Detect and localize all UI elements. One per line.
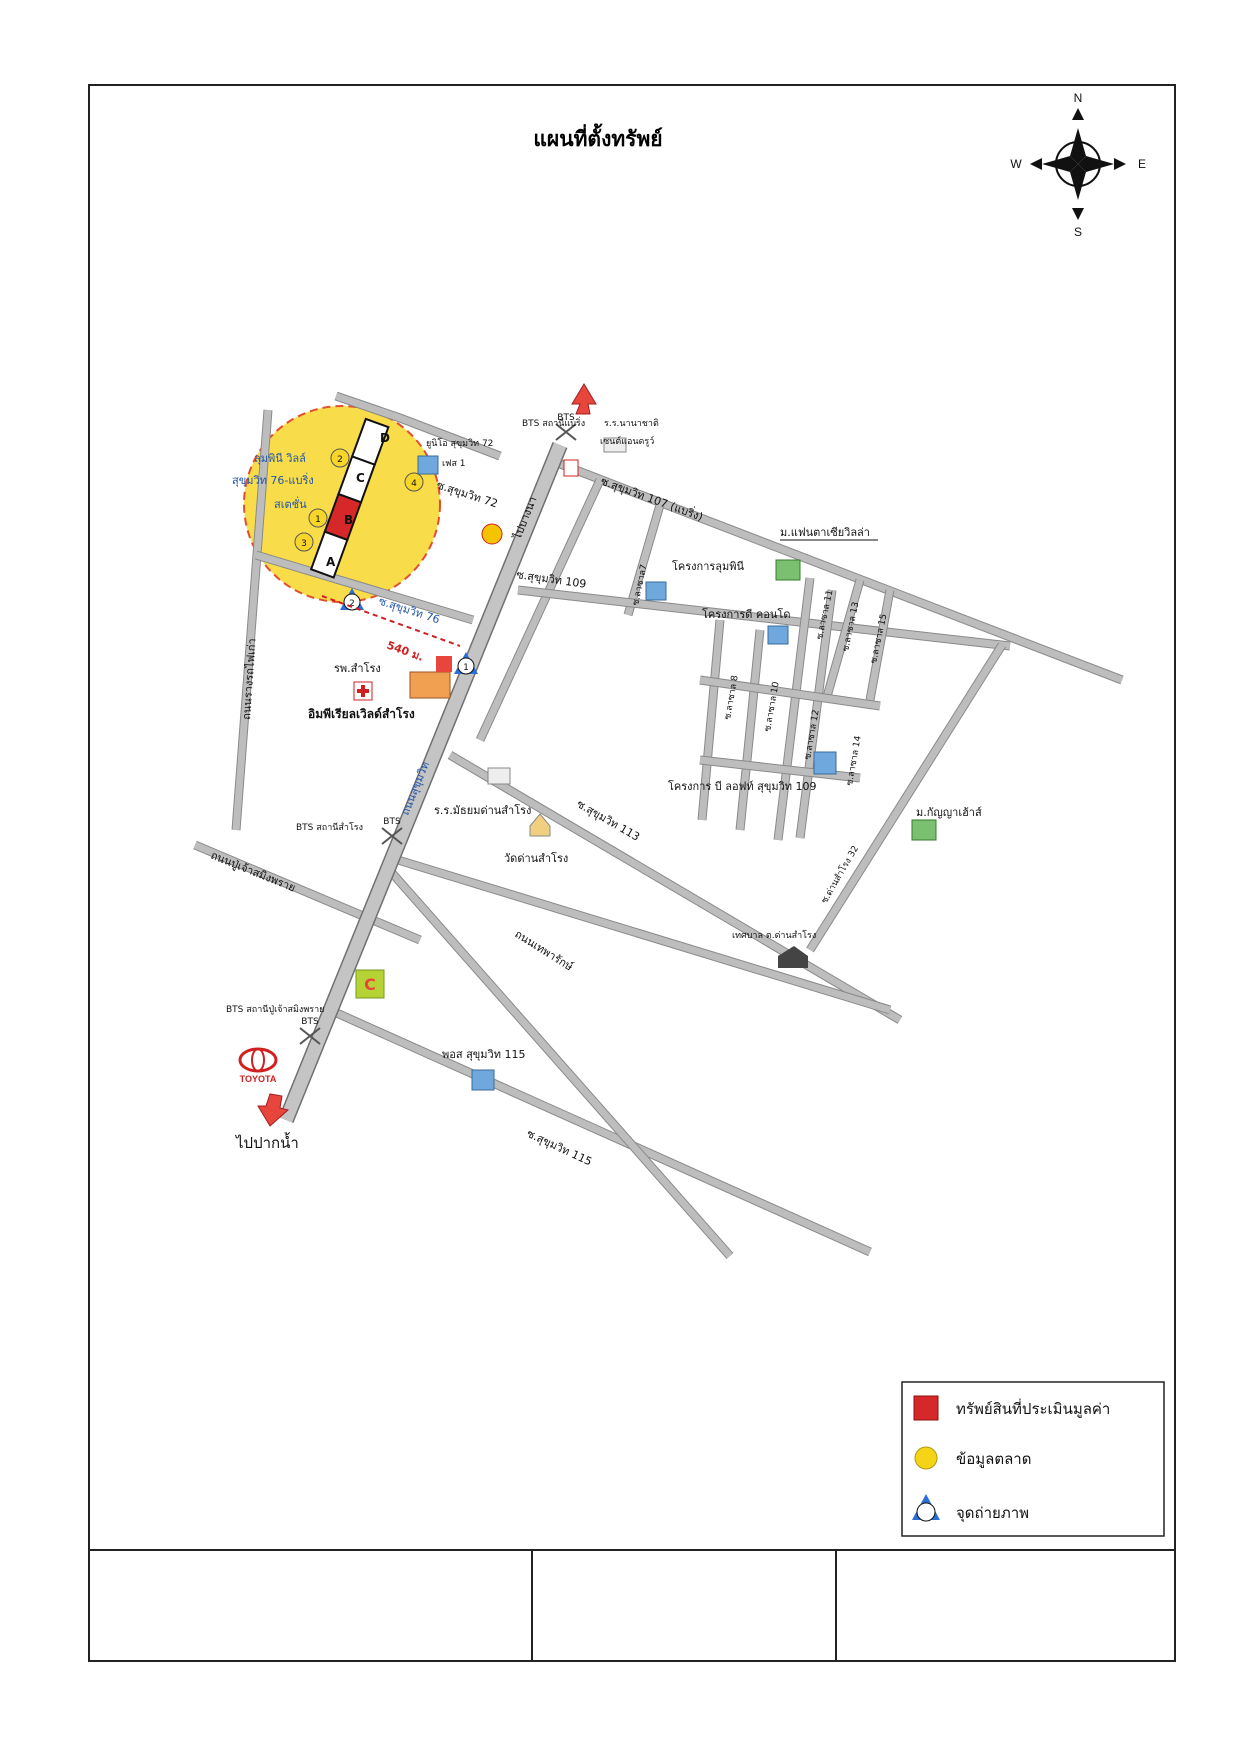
distance-line	[321, 595, 461, 647]
legend-market-symbol	[914, 1446, 938, 1470]
footer-table	[88, 1549, 1176, 1662]
photo-point-1: 1	[463, 663, 469, 673]
compass-n: N	[1074, 91, 1083, 105]
legend-label-market: ข้อมูลตลาด	[956, 1450, 1031, 1468]
distance-label: 540 ม.	[385, 639, 425, 664]
svg-text:BTS: BTS	[557, 413, 575, 423]
market-point-2: 2	[337, 455, 343, 465]
toyota-logo-icon: TOYOTA	[238, 1047, 278, 1084]
lot-a-label: A	[326, 555, 336, 569]
compass-w: W	[1010, 157, 1022, 171]
label-lumpini: ลุมพินี วิลล์	[254, 452, 306, 465]
label-bts-samrong: BTS สถานีสำโรง	[296, 822, 363, 833]
minor-roads	[193, 391, 1124, 1259]
label-railway-road: ถนนรางรถไฟเก่า	[240, 638, 259, 720]
label-soi-14: ซ.ลาซาล 14	[845, 735, 864, 787]
lot-d-label: D	[380, 431, 390, 445]
legend-label-subject: ทรัพย์สินที่ประเมินมูลค่า	[956, 1398, 1110, 1418]
label-imperial: อิมพีเรียลเวิลด์สำโรง	[308, 706, 415, 721]
label-d-condo: โครงการดี คอนโด	[702, 607, 790, 621]
toyota-text: TOYOTA	[240, 1074, 277, 1084]
label-b-loft: โครงการ บี ลอฟท์ สุขุมวิท 109	[668, 779, 817, 793]
map-title: แผนที่ตั้งทรัพย์	[533, 123, 662, 151]
compass-e: E	[1138, 157, 1146, 171]
label-to-paknam: ไปปากน้ำ	[235, 1132, 299, 1152]
label-sukhumvit76-bearing: สุขุมวิท 76-แบริ่ง	[232, 472, 314, 487]
label-station: สเตชั่น	[274, 496, 307, 511]
lot-b-label: B	[344, 513, 353, 527]
label-school-samrong: ร.ร.มัธยมด่านสำโรง	[434, 803, 531, 817]
market-data-points: 2 1 3 4	[294, 448, 424, 552]
label-hospital: รพ.สำโรง	[334, 661, 381, 675]
main-road-sukhumvit	[278, 441, 568, 1124]
label-soi-15: ซ.ลาซาล 15	[869, 613, 889, 665]
market-point-4: 4	[411, 479, 417, 489]
label-municipality: เทศบาล ต.ด่านสำโรง	[732, 930, 816, 941]
compass-rose-icon: N S W E	[1010, 91, 1146, 239]
hospital-icon	[353, 681, 373, 701]
label-thepharak-road: ถนนเทพารักษ์	[512, 928, 575, 974]
label-school-nanachat: ร.ร.นานาชาติ	[604, 418, 659, 429]
label-soi115: ซ.สุขุมวิท 115	[525, 1127, 594, 1169]
market-point-3: 3	[301, 539, 307, 549]
legend: ทรัพย์สินที่ประเมินมูลค่า ข้อมูลตลาด จุด…	[901, 1381, 1165, 1537]
subject-lots: D C B A	[309, 417, 390, 579]
svg-text:C: C	[364, 975, 376, 994]
label-soi72: ซ.สุขุมวิท 72	[435, 478, 499, 510]
svg-text:BTS: BTS	[301, 1017, 319, 1027]
label-phase1: เฟส 1	[442, 459, 466, 469]
legend-subject-symbol	[913, 1395, 939, 1421]
building-icons: C	[355, 437, 937, 1091]
map-frame	[88, 84, 1176, 1662]
photo-point-2: 2	[349, 599, 355, 609]
market-point-1: 1	[315, 515, 321, 525]
bts-icons: BTS BTS BTS	[299, 413, 577, 1045]
label-bts-bearing: BTS สถานีแบริ่ง	[522, 416, 585, 429]
label-fantasia: ม.แฟนตาเซียวิลล่า	[780, 526, 870, 539]
south-arrow-icon	[257, 1093, 290, 1127]
label-bts-pu-chao: BTS สถานีปู่เจ้าสมิงพราย	[226, 1004, 324, 1015]
label-lumpini-project: โครงการลุมพินี	[672, 559, 745, 573]
compass-s: S	[1074, 225, 1082, 239]
legend-label-photo: จุดถ่ายภาพ	[956, 1504, 1029, 1523]
label-kanyarat: ม.กัญญาเฮ้าส์	[916, 806, 982, 819]
north-arrow-icon	[571, 383, 597, 415]
label-st-andrews: เซนต์แอนดรูว์	[600, 435, 654, 447]
label-wat-samrong: วัดด่านสำโรง	[504, 851, 568, 865]
label-pu-chao-road: ถนนปู่เจ้าสมิงพราย	[209, 849, 297, 895]
label-plus-115: พอส สุขุมวิท 115	[442, 1048, 525, 1061]
lot-c-label: C	[356, 471, 365, 485]
svg-text:BTS: BTS	[383, 817, 401, 827]
label-unio: ยูนิโอ สุขุมวิท 72	[426, 438, 493, 449]
